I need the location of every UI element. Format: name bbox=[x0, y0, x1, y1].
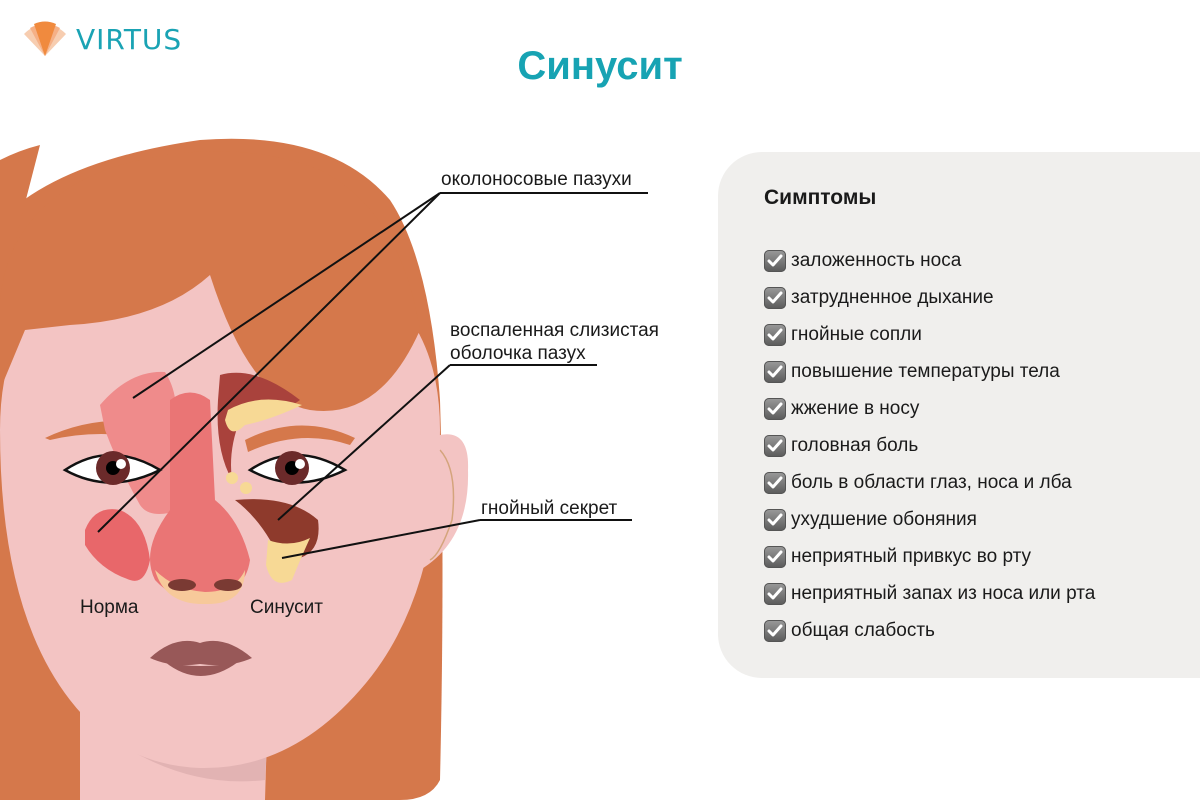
checkbox-checked-icon bbox=[764, 323, 786, 346]
checkbox-checked-icon bbox=[764, 434, 786, 457]
checkbox-checked-icon bbox=[764, 249, 786, 272]
symptom-label: повышение температуры тела bbox=[791, 360, 1060, 382]
symptom-item: неприятный запах из носа или рта bbox=[764, 575, 1095, 612]
label-normal: Норма bbox=[80, 597, 139, 618]
checkbox-checked-icon bbox=[764, 471, 786, 494]
checkbox-checked-icon bbox=[764, 360, 786, 383]
symptom-label: затрудненное дыхание bbox=[791, 286, 994, 308]
callout-inflamed-mucosa-line1: воспаленная слизистая bbox=[450, 320, 659, 341]
brand-name: VIRTUS bbox=[76, 22, 183, 56]
callout-sinuses: околоносовые пазухи bbox=[441, 169, 632, 190]
symptom-label: ухудшение обоняния bbox=[791, 508, 977, 530]
label-sinusitis: Синусит bbox=[250, 597, 323, 618]
symptom-item: боль в области глаз, носа и лба bbox=[764, 464, 1095, 501]
symptom-item: повышение температуры тела bbox=[764, 353, 1095, 390]
checkbox-checked-icon bbox=[764, 619, 786, 642]
symptom-list: заложенность носа затрудненное дыхание г… bbox=[764, 242, 1095, 649]
symptom-item: заложенность носа bbox=[764, 242, 1095, 279]
page-title: Синусит bbox=[517, 44, 683, 88]
symptoms-panel: Симптомы заложенность носа затрудненное … bbox=[718, 152, 1200, 678]
symptom-label: заложенность носа bbox=[791, 249, 962, 271]
callout-inflamed-mucosa-line2: оболочка пазух bbox=[450, 343, 586, 364]
symptom-item: жжение в носу bbox=[764, 390, 1095, 427]
brand-logo: VIRTUS bbox=[22, 20, 182, 58]
symptom-label: гнойные сопли bbox=[791, 323, 922, 345]
checkbox-checked-icon bbox=[764, 397, 786, 420]
symptom-label: общая слабость bbox=[791, 619, 935, 641]
callout-pus: гнойный секрет bbox=[481, 498, 618, 519]
symptom-label: боль в области глаз, носа и лба bbox=[791, 471, 1072, 493]
checkbox-checked-icon bbox=[764, 286, 786, 309]
symptom-item: неприятный привкус во рту bbox=[764, 538, 1095, 575]
symptom-item: общая слабость bbox=[764, 612, 1095, 649]
symptom-label: неприятный запах из носа или рта bbox=[791, 582, 1096, 604]
symptoms-title: Симптомы bbox=[764, 186, 877, 209]
face-sinus-illustration bbox=[0, 138, 648, 800]
symptom-item: ухудшение обоняния bbox=[764, 501, 1095, 538]
symptom-item: гнойные сопли bbox=[764, 316, 1095, 353]
symptom-label: жжение в носу bbox=[791, 397, 920, 419]
checkbox-checked-icon bbox=[764, 508, 786, 531]
symptom-label: неприятный привкус во рту bbox=[791, 545, 1032, 567]
fan-logo-icon bbox=[24, 21, 66, 56]
checkbox-checked-icon bbox=[764, 545, 786, 568]
checkbox-checked-icon bbox=[764, 582, 786, 605]
symptom-label: головная боль bbox=[791, 434, 919, 456]
symptom-item: затрудненное дыхание bbox=[764, 279, 1095, 316]
symptom-item: головная боль bbox=[764, 427, 1095, 464]
